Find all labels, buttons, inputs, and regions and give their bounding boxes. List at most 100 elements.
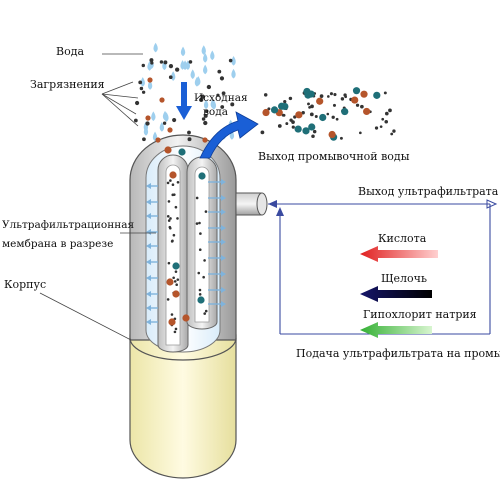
contaminant-particle xyxy=(319,94,324,98)
contaminant-particle xyxy=(166,298,170,301)
contaminant-particle xyxy=(308,123,316,131)
contaminant-particle xyxy=(171,183,175,187)
contaminant-particle xyxy=(172,290,180,298)
permeate-arrowhead xyxy=(146,291,151,297)
contaminant-particle xyxy=(178,148,186,156)
contaminant-particle xyxy=(388,108,392,113)
contaminant-particle xyxy=(168,75,173,80)
contaminant-particle xyxy=(216,93,220,97)
contaminant-particle xyxy=(295,111,303,119)
permeate-arrow-icon xyxy=(146,301,226,311)
water-drop xyxy=(203,64,208,75)
permeate-arrowhead xyxy=(146,243,151,249)
contaminant-particle xyxy=(172,262,180,270)
contaminant-particle xyxy=(187,137,192,142)
water-drop xyxy=(140,77,145,87)
contaminant-particle xyxy=(166,278,174,286)
contaminant-particle xyxy=(166,181,170,185)
contaminant-particle xyxy=(363,107,371,116)
leader-lines xyxy=(39,53,156,341)
water-drop xyxy=(162,110,168,121)
contaminant-particle xyxy=(312,129,317,134)
contaminant-particle xyxy=(281,102,289,111)
contaminant-particle xyxy=(339,136,343,140)
contaminant-particle xyxy=(309,112,314,117)
contaminant-particle xyxy=(303,87,311,96)
contaminant-particle xyxy=(283,99,287,104)
contaminant-particle xyxy=(174,205,178,209)
contaminant-particle xyxy=(285,122,289,126)
contaminant-particle xyxy=(383,91,387,95)
contaminant-particle xyxy=(171,193,175,197)
permeate-arrowhead xyxy=(221,255,226,261)
permeate-arrow-icon xyxy=(146,209,226,219)
contaminant-particle xyxy=(392,129,396,133)
permeate-arrowhead xyxy=(221,239,226,245)
fiber-right-core xyxy=(194,166,210,323)
label-water: Вода xyxy=(56,45,84,58)
contaminant-particle xyxy=(145,115,151,121)
contaminant-particle xyxy=(203,113,208,118)
contaminant-particle xyxy=(262,108,270,117)
contaminant-particle xyxy=(174,270,178,273)
contaminant-particle xyxy=(360,104,364,109)
contaminant-particle xyxy=(159,97,165,103)
permeate-arrow-icon xyxy=(146,225,226,235)
contaminant-particle xyxy=(198,172,206,180)
acid-arrow-icon xyxy=(360,246,438,262)
contaminant-particle xyxy=(373,91,381,99)
permeate-arrow-icon xyxy=(146,319,158,325)
contaminant-particle xyxy=(171,239,174,243)
down-arrow-icon xyxy=(176,82,192,120)
water-drop xyxy=(147,80,153,90)
label-hypochlorite: Гипохлорит натрия xyxy=(363,308,477,321)
label-alkali: Щелочь xyxy=(381,272,427,285)
alkali-arrow-icon xyxy=(360,286,432,302)
contaminant-particle xyxy=(270,106,279,114)
pipe-arrowhead-left xyxy=(268,200,277,208)
contaminant-particle xyxy=(351,96,359,104)
contaminant-particle xyxy=(139,86,144,91)
contaminant-particle xyxy=(390,132,394,136)
water-drop xyxy=(210,50,215,61)
label-membrane-section-2: мембрана в разрезе xyxy=(2,238,113,250)
label-backwash-supply: Подача ультрафильтрата на промывку xyxy=(296,347,500,360)
contaminant-particle xyxy=(172,117,177,123)
water-drop xyxy=(153,42,158,53)
contaminant-particle xyxy=(331,115,335,119)
contaminant-particle xyxy=(360,90,368,98)
contaminant-particle xyxy=(384,111,389,116)
permeate-arrowhead xyxy=(221,209,226,215)
label-membrane-section-1: Ультрафильтрационная xyxy=(2,219,134,231)
contaminant-particle xyxy=(335,117,339,121)
permeate-arrowhead xyxy=(146,305,151,311)
contaminant-particle xyxy=(135,100,140,106)
contaminant-particle xyxy=(311,134,315,139)
contaminant-particle xyxy=(197,296,205,304)
pipe-arrowhead-up xyxy=(276,207,284,216)
contaminant-particle xyxy=(301,111,305,115)
contaminant-particle xyxy=(310,104,314,109)
contaminant-particle xyxy=(172,276,175,280)
contaminant-particle xyxy=(176,217,179,220)
outlet-port-end xyxy=(256,192,268,216)
permeate-arrowhead xyxy=(146,199,151,205)
contaminant-particle xyxy=(199,232,202,235)
contaminant-particle xyxy=(174,327,178,331)
permeate-arrowhead xyxy=(221,179,226,185)
hypochlorite-arrow-icon xyxy=(360,322,432,338)
water-drop xyxy=(159,121,165,132)
label-housing: Корпус xyxy=(4,278,46,291)
contaminant-particle xyxy=(381,117,385,121)
contaminant-particle xyxy=(176,278,180,281)
water-drop xyxy=(190,69,195,79)
contaminant-particle xyxy=(168,318,176,326)
contaminant-particle xyxy=(170,313,174,316)
permeate-arrow-icon xyxy=(146,179,226,189)
contaminant-particle xyxy=(329,92,333,96)
contaminant-particle xyxy=(172,233,176,237)
permeate-arrows xyxy=(146,179,226,325)
contaminant-particle xyxy=(333,92,337,97)
contaminant-particle xyxy=(343,93,347,97)
contaminant-particle xyxy=(149,58,154,63)
